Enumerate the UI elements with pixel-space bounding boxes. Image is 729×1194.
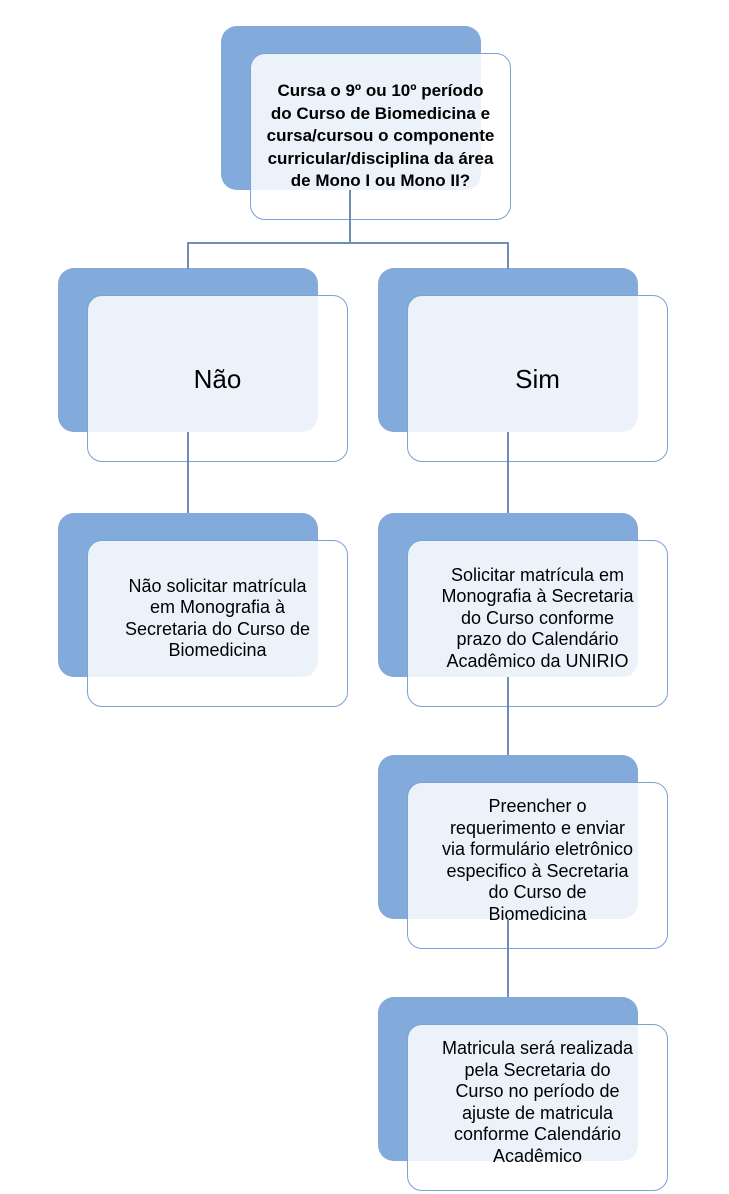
node-yes-step1-label: Solicitar matrícula em Monografia à Secr… [441,564,634,671]
node-yes: Sim [378,268,668,462]
node-yes-step3: Matricula será realizada pela Secretaria… [378,997,668,1191]
node-question-label: Cursa o 9º ou 10º período do Curso de Bi… [266,81,495,191]
node-yes-step2-label: Preencher o requerimento e enviar via fo… [441,796,634,924]
connector-drop-to-no [187,242,189,269]
connector-step1-to-step2 [507,677,509,755]
node-yes-step2-card: Preencher o requerimento e enviar via fo… [407,782,668,949]
node-no-card: Não [87,295,348,462]
node-yes-step3-label: Matricula será realizada pela Secretaria… [441,1038,634,1166]
node-no-action: Não solicitar matrícula em Monografia à … [58,513,348,707]
node-no: Não [58,268,348,462]
connector-no-to-no-action [187,432,189,513]
node-no-action-label: Não solicitar matrícula em Monografia à … [124,575,311,661]
connector-branch-rail [187,242,509,244]
node-yes-step3-card: Matricula será realizada pela Secretaria… [407,1024,668,1191]
node-yes-step2: Preencher o requerimento e enviar via fo… [378,755,668,949]
node-yes-label: Sim [515,363,560,394]
node-question: Cursa o 9º ou 10º período do Curso de Bi… [221,26,511,220]
connector-question-stem [349,190,351,242]
connector-drop-to-yes [507,242,509,269]
node-no-label: Não [193,363,242,394]
node-yes-step1: Solicitar matrícula em Monografia à Secr… [378,513,668,707]
connector-yes-to-step1 [507,432,509,513]
node-question-card: Cursa o 9º ou 10º período do Curso de Bi… [250,53,511,220]
node-no-action-card: Não solicitar matrícula em Monografia à … [87,540,348,707]
node-yes-step1-card: Solicitar matrícula em Monografia à Secr… [407,540,668,707]
connector-step2-to-step3 [507,919,509,997]
node-yes-card: Sim [407,295,668,462]
